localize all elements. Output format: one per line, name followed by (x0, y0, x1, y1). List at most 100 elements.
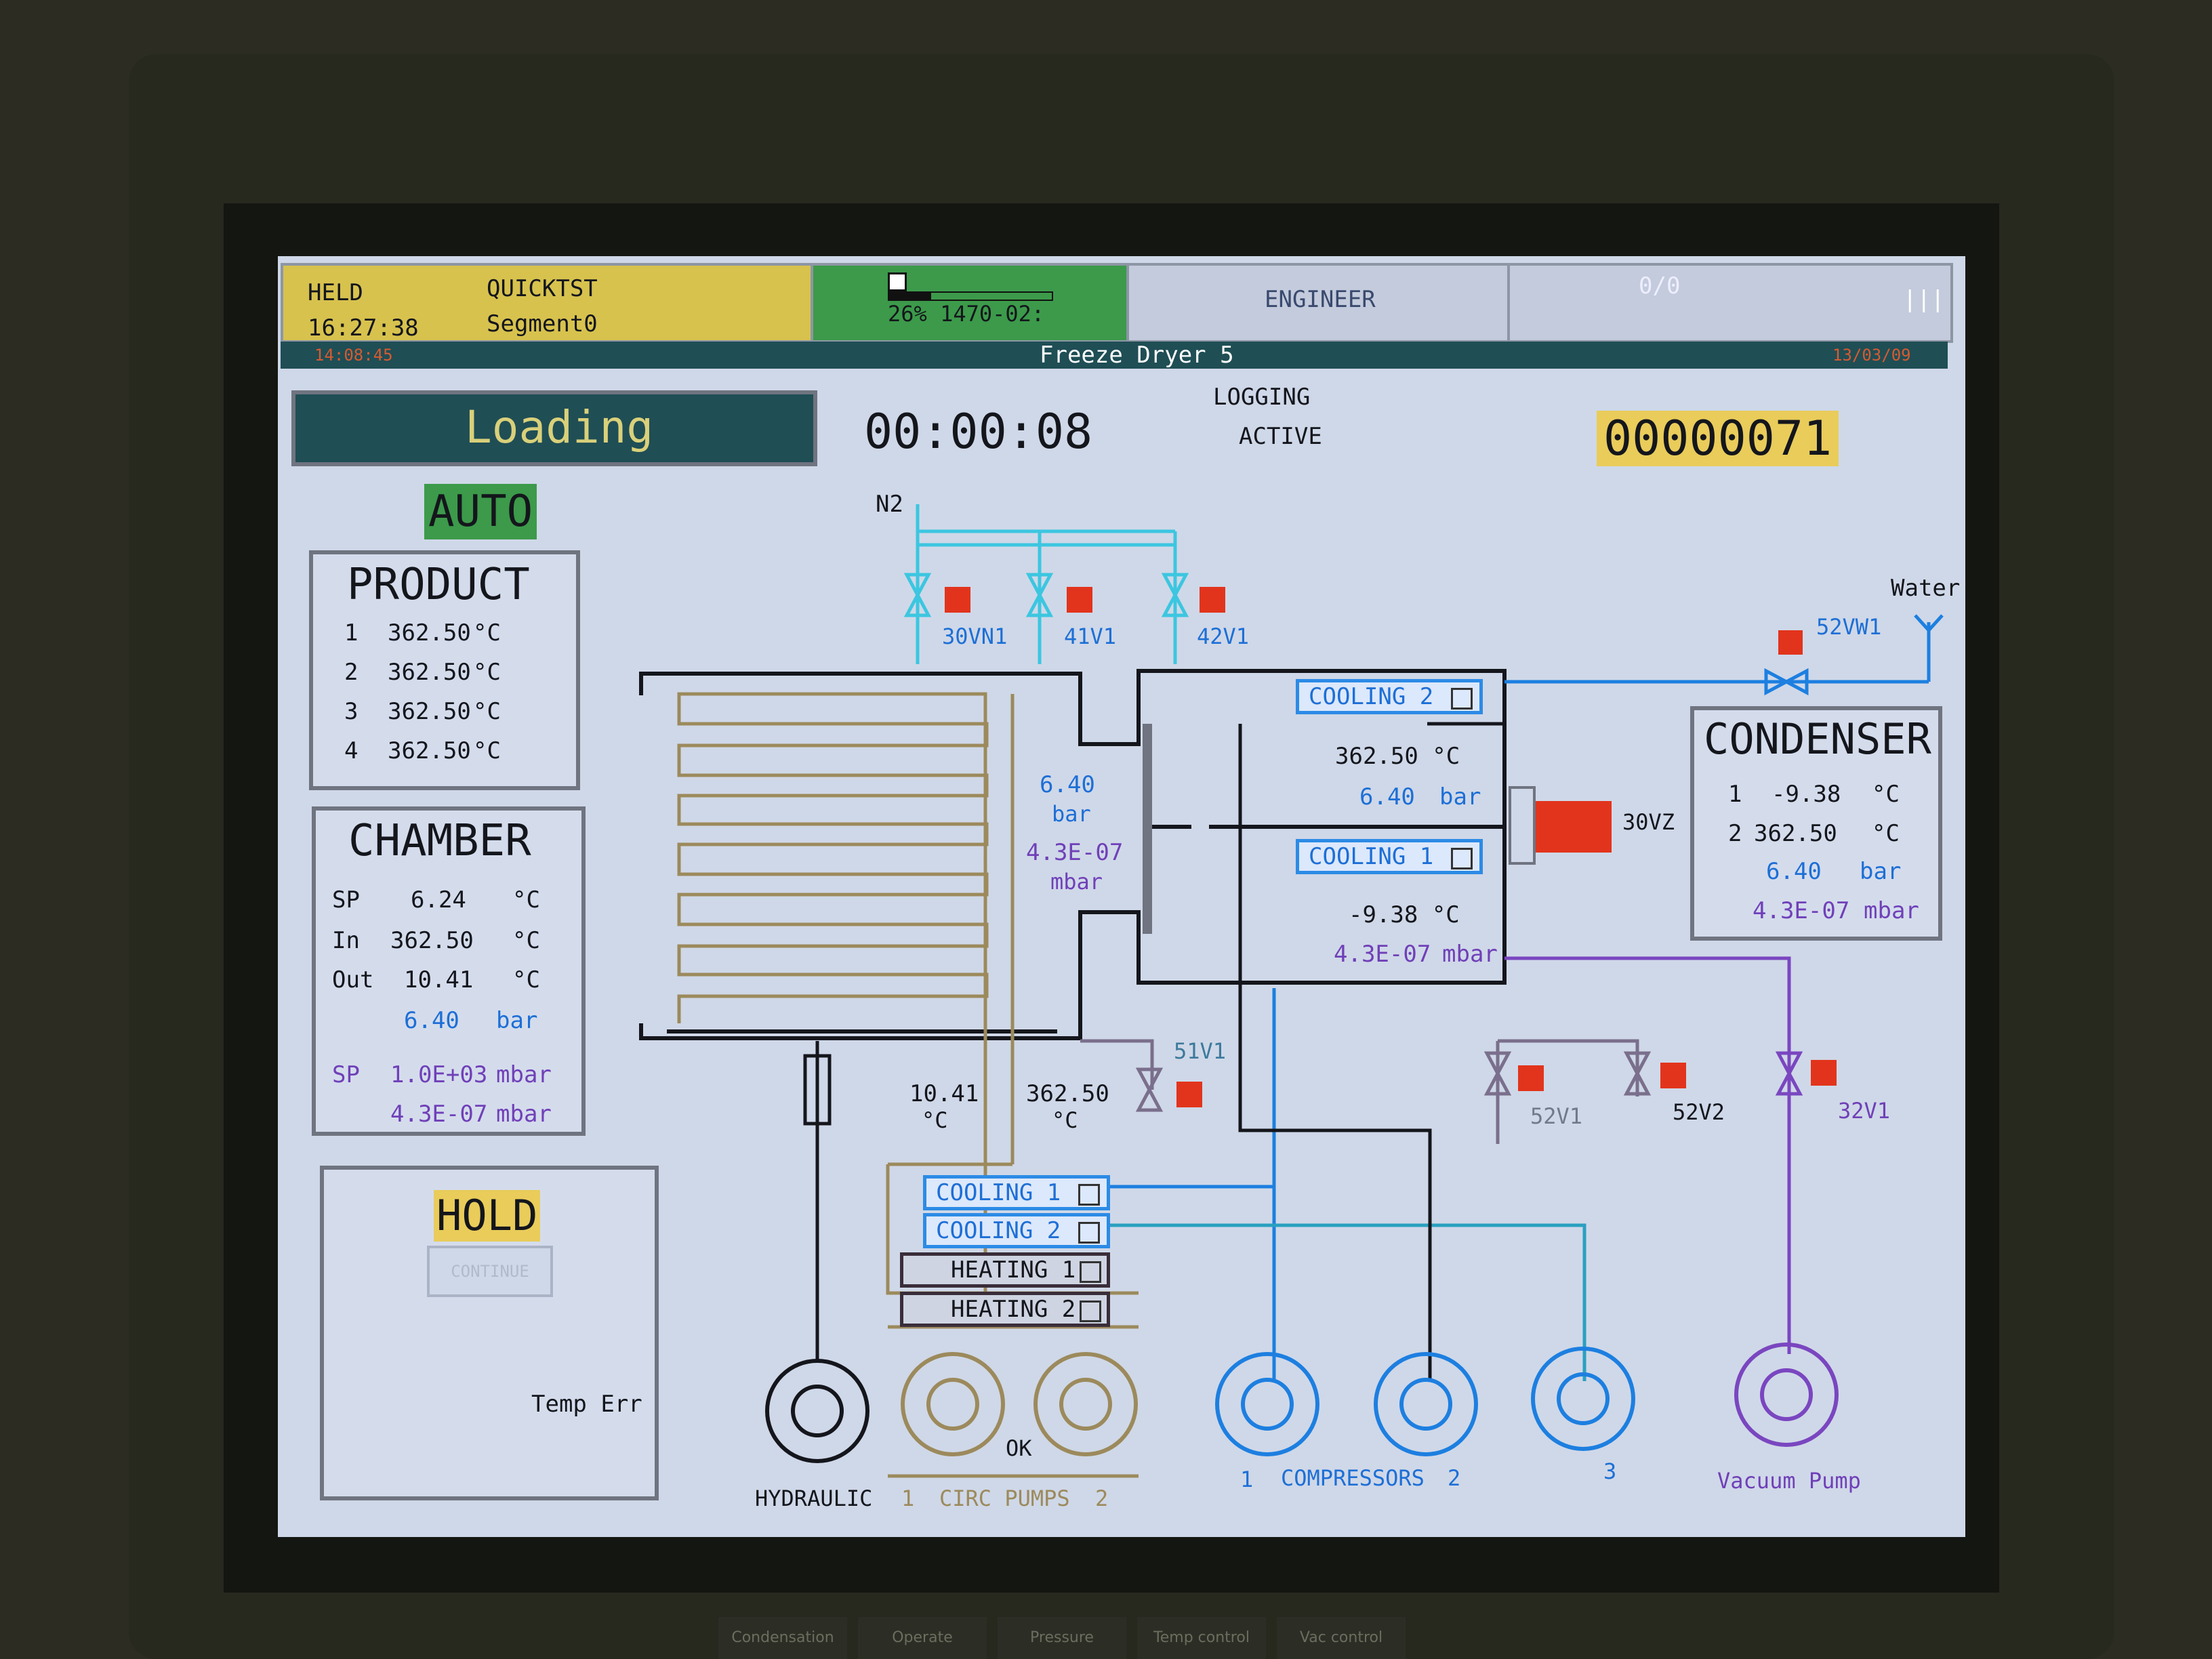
compressor-3-label: 3 (1603, 1458, 1617, 1484)
circ-pumps-label: CIRC PUMPS (939, 1486, 1070, 1511)
condenser-panel: CONDENSER 1 -9.38 °C 2 362.50 °C 6.40 ba… (1690, 706, 1942, 941)
valve-41v1-status (1067, 587, 1092, 613)
cooling2-pressure-unit: bar (1439, 783, 1481, 811)
product-row-unit: °C (473, 737, 501, 764)
chamber-vac-sp-label: SP (332, 1061, 360, 1088)
continue-button[interactable]: CONTINUE (427, 1246, 553, 1297)
heating1-button[interactable]: HEATING 1 (900, 1252, 1110, 1288)
cooling2-temp: 362.50 °C (1335, 743, 1460, 770)
chamber-sp-label: SP (332, 886, 360, 914)
valve-30vz-label[interactable]: 30VZ (1622, 809, 1675, 835)
heating2-button[interactable]: HEATING 2 (900, 1292, 1110, 1327)
signal-icon: ||| (1903, 286, 1945, 313)
valve-30vz-status (1536, 801, 1612, 853)
function-key[interactable]: Condensation (718, 1617, 847, 1659)
heating1-checkbox (1080, 1261, 1101, 1283)
product-row-n: 1 (344, 619, 359, 647)
product-row-value: 362.50 (388, 737, 471, 764)
logging-label: LOGGING (1213, 384, 1311, 411)
mode-text: AUTO (428, 487, 533, 537)
chamber-sp-value: 6.24 (411, 886, 466, 914)
function-key[interactable]: Vac control (1277, 1617, 1406, 1659)
recipe-name: QUICKTST (487, 275, 598, 302)
valve-symbols (903, 573, 1809, 1112)
product-row-n: 2 (344, 659, 359, 686)
out-temp-value: 10.41 (909, 1080, 979, 1107)
valve-30vn1-label[interactable]: 30VN1 (942, 623, 1008, 649)
condenser-title: CONDENSER (1704, 714, 1931, 764)
chamber-in-value: 362.50 (390, 927, 474, 954)
mode-badge[interactable]: AUTO (424, 484, 537, 539)
cooling1-button[interactable]: COOLING 1 (923, 1175, 1110, 1210)
function-key[interactable]: Pressure (998, 1617, 1126, 1659)
valve-32v1-label[interactable]: 32V1 (1838, 1098, 1891, 1124)
out-temp-unit: °C (922, 1107, 948, 1133)
hold-message: Temp Err (531, 1391, 642, 1418)
product-row-value: 362.50 (388, 698, 471, 725)
condenser-row1-unit: °C (1872, 781, 1900, 808)
elapsed-timer: 00:00:08 (864, 404, 1093, 459)
refrigerant-lines (1238, 722, 1504, 1381)
phase-panel: Loading (291, 390, 817, 466)
cooling2-condenser-button[interactable]: COOLING 2 (1296, 679, 1483, 714)
valve-52v1-label[interactable]: 52V1 (1530, 1103, 1583, 1129)
cooling1-vacuum: 4.3E-07 (1334, 941, 1431, 968)
progress-text: 26% 1470-02: (888, 301, 1045, 327)
cooling-lines (1109, 614, 1944, 1381)
title-bar: Freeze Dryer 5 14:08:45 13/03/09 (281, 342, 1948, 369)
batch-counter: 00000071 (1597, 411, 1839, 466)
chamber-diagram-vacuum-unit: mbar (1050, 869, 1103, 895)
cooling1-condenser-button[interactable]: COOLING 1 (1296, 839, 1483, 874)
condenser-row2-unit: °C (1872, 820, 1900, 847)
heating1-button-label: HEATING 1 (951, 1256, 1076, 1284)
shelf-coil (677, 692, 1139, 1478)
user-name: ENGINEER (1265, 286, 1376, 313)
cooling1-temp: -9.38 °C (1349, 901, 1460, 928)
status-header-cell[interactable]: HELD 16:27:38 QUICKTST Segment0 (281, 263, 815, 343)
hold-text: HOLD (436, 1191, 538, 1240)
hold-panel: HOLD CONTINUE Temp Err (320, 1166, 659, 1500)
progress-fill (889, 293, 932, 300)
cooling1-vacuum-unit: mbar (1442, 941, 1498, 968)
door-seal (1509, 786, 1536, 865)
hydraulic-lines (803, 1041, 832, 1362)
condenser-vacuum-value: 4.3E-07 (1753, 897, 1850, 924)
in-temp-unit: °C (1052, 1107, 1078, 1133)
valve-52vw1-label[interactable]: 52VW1 (1816, 614, 1882, 640)
valve-52v2-label[interactable]: 52V2 (1673, 1099, 1725, 1125)
condenser-row1-value: -9.38 (1771, 781, 1841, 808)
chamber-out-label: Out (332, 966, 374, 994)
hmi-screen: HELD 16:27:38 QUICKTST Segment0 26% 1470… (278, 256, 1965, 1537)
product-row-n: 3 (344, 698, 359, 725)
phase-text: Loading (465, 401, 654, 453)
in-temp-value: 362.50 (1026, 1080, 1109, 1107)
circ-pump-2-label: 2 (1095, 1486, 1109, 1511)
valve-42v1-label[interactable]: 42V1 (1197, 623, 1250, 649)
valve-51v1-label[interactable]: 51V1 (1174, 1038, 1227, 1064)
heating2-button-label: HEATING 2 (951, 1296, 1076, 1323)
chamber-in-unit: °C (512, 927, 540, 954)
condenser-pressure-value: 6.40 (1766, 858, 1822, 885)
chamber-outline (639, 669, 1507, 1040)
product-row-unit: °C (473, 659, 501, 686)
vacuum-pump-label: Vacuum Pump (1717, 1468, 1861, 1494)
chamber-pressure-unit: bar (496, 1007, 538, 1034)
pumps (765, 1343, 1839, 1463)
heating2-checkbox (1080, 1300, 1101, 1322)
function-key[interactable]: Operate (858, 1617, 987, 1659)
condenser-vacuum-unit: mbar (1864, 897, 1919, 924)
chamber-panel: CHAMBER SP 6.24 °C In 362.50 °C Out 10.4… (312, 806, 586, 1136)
chamber-in-label: In (332, 927, 360, 954)
n2-label: N2 (876, 491, 903, 518)
cooling2-checkbox (1451, 688, 1473, 710)
vacuum-lines (1504, 956, 1791, 1354)
cooling2-button[interactable]: COOLING 2 (923, 1213, 1110, 1248)
valve-41v1-label[interactable]: 41V1 (1064, 623, 1117, 649)
hydraulic-label: HYDRAULIC (755, 1486, 873, 1511)
product-row-n: 4 (344, 737, 359, 764)
hold-badge: HOLD (434, 1190, 541, 1242)
function-key[interactable]: Temp control (1137, 1617, 1266, 1659)
product-title: PRODUCT (347, 560, 530, 610)
user-header-cell[interactable]: ENGINEER (1126, 263, 1511, 343)
